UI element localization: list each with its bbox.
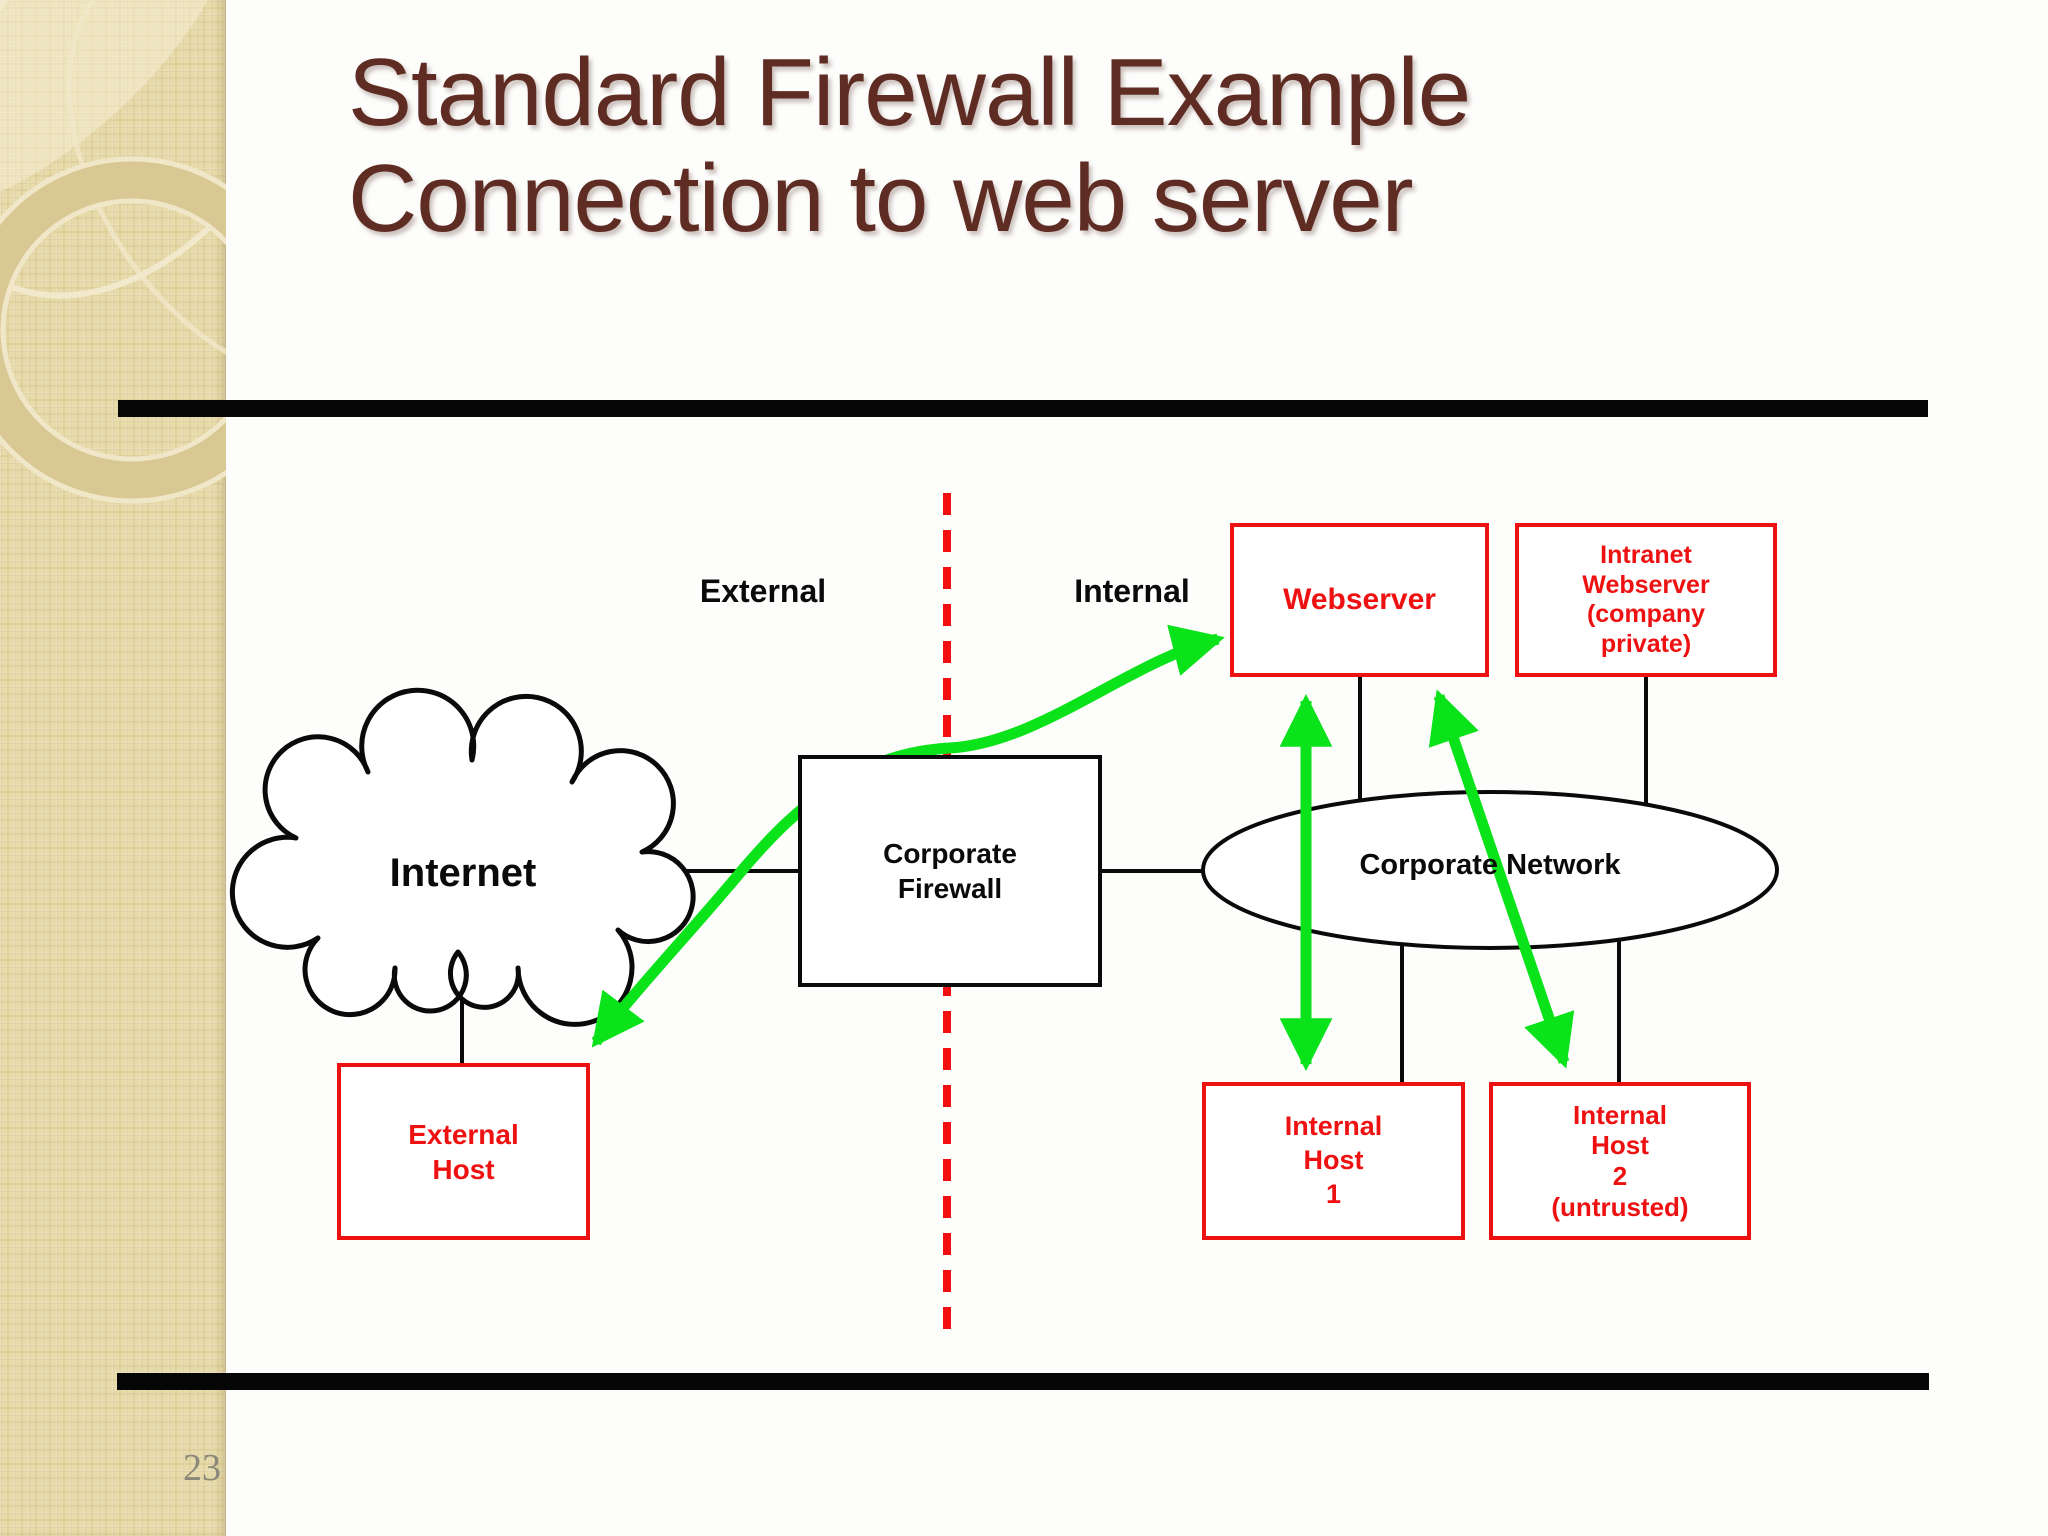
sidebar-ellipse-outline (0, 0, 226, 299)
internal-zone-label: Internal (1074, 573, 1190, 609)
sidebar-ring (0, 160, 226, 500)
host2-label-line1: Internal (1573, 1099, 1667, 1130)
corporate-firewall-box: Corporate Firewall (798, 755, 1102, 987)
slide-title: Standard Firewall Example Connection to … (348, 40, 1968, 251)
sidebar-decoration (0, 0, 226, 504)
intranet-webserver-box: Intranet Webserver (company private) (1515, 523, 1777, 677)
internet-cloud-label: Internet (389, 851, 537, 895)
intranet-label-line2: Webserver (1582, 570, 1710, 599)
bottom-divider-bar (117, 1373, 1929, 1390)
intranet-label-line3: (company (1586, 600, 1706, 628)
corporate-network-label: Corporate Network (1359, 849, 1621, 881)
host2-label-line2: Host (1591, 1130, 1649, 1161)
top-divider-bar (118, 400, 1928, 417)
host1-label-line1: Internal (1284, 1111, 1383, 1142)
firewall-label-line2: Firewall (897, 873, 1003, 904)
internal-host-1-box: Internal Host 1 (1202, 1082, 1465, 1240)
intranet-label-line1: Intranet (1600, 541, 1692, 569)
external-host-box: External Host (337, 1063, 590, 1240)
host1-label-line2: Host (1303, 1145, 1364, 1176)
firewall-label-line1: Corporate (883, 838, 1017, 869)
sidebar-ring-inner-edge (0, 198, 226, 462)
internal-host-2-box: Internal Host 2 (untrusted) (1489, 1082, 1751, 1240)
sidebar-ring-outer-edge (0, 156, 226, 504)
external-host-label-line1: External (408, 1118, 519, 1150)
intranet-label-line4: private) (1600, 629, 1692, 658)
host1-label-line3: 1 (1325, 1178, 1342, 1209)
sidebar-light-wedge (0, 0, 208, 192)
webserver-box: Webserver (1230, 523, 1489, 677)
slide-title-line1: Standard Firewall Example (348, 39, 1471, 146)
theme-sidebar (0, 0, 226, 1536)
external-zone-label: External (699, 573, 827, 609)
host2-label-line3: 2 (1612, 1161, 1628, 1191)
slide-title-line2: Connection to web server (348, 144, 1414, 252)
sidebar-ellipse-outline-2 (66, 0, 226, 385)
page-number: 23 (183, 1447, 221, 1489)
external-host-label-line2: Host (432, 1153, 495, 1185)
webserver-label: Webserver (1283, 583, 1436, 617)
host2-label-line4: (untrusted) (1551, 1191, 1689, 1222)
